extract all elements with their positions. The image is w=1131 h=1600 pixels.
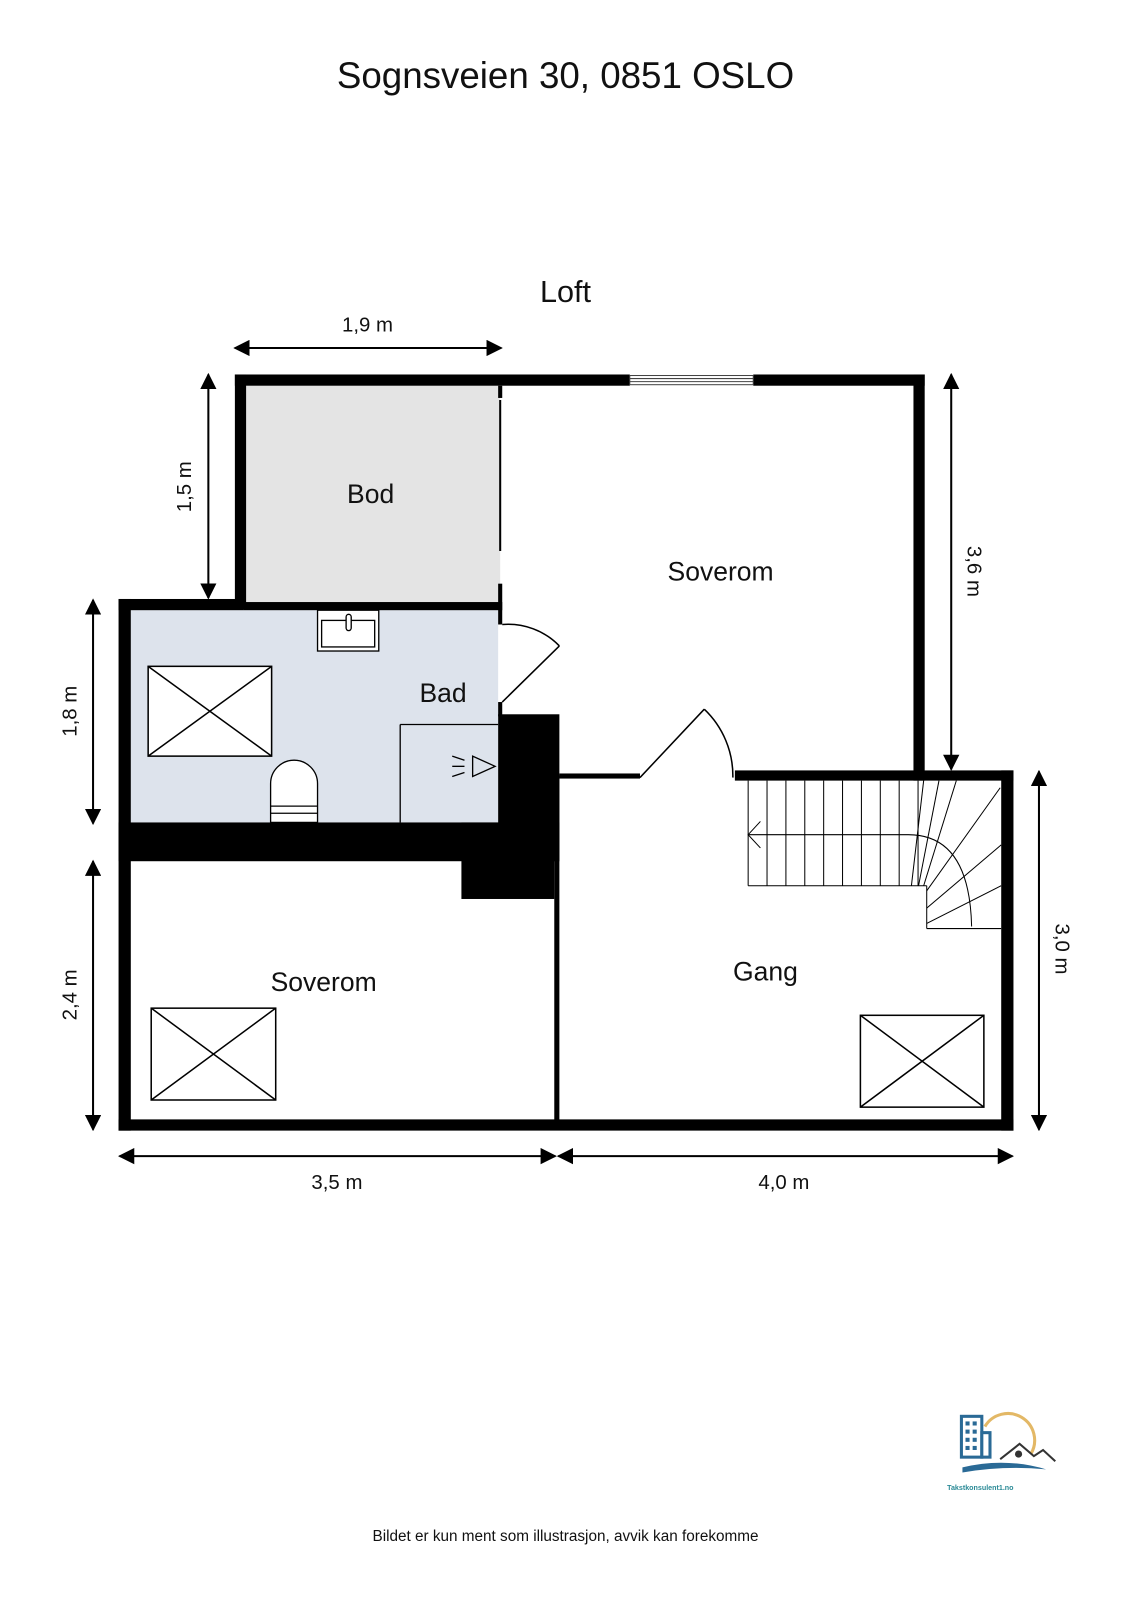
room-label-soverom-lower: Soverom [271,967,377,997]
stair-tread [910,780,925,886]
skylight-icon [150,1007,277,1101]
door-soverom [639,708,734,779]
dim-label-top: 1,9 m [342,315,393,337]
disclaimer: Bildet er kun ment som illustrasjon, avv… [373,1528,759,1545]
toilet-icon [269,759,319,824]
company-logo: Takstkonsulent1.no [947,1412,1056,1492]
dim-label-bad-height: 1,8 m [60,686,82,737]
dim-label-bod-height: 1,5 m [174,461,196,512]
skylight-icon [859,1014,985,1108]
dim-label-soverom-lower-height: 2,4 m [60,969,82,1020]
stair-tread [926,885,1002,924]
dim-label-soverom-upper-height: 3,6 m [963,546,985,597]
stair-tread [926,787,1001,892]
bod-area [246,385,501,603]
floor-label: Loft [540,275,592,309]
stair-tread [918,780,940,886]
skylight-icon [147,665,273,757]
staircase [747,780,1002,930]
shower-icon [399,723,499,823]
dim-label-gang-height: 3,0 m [1050,923,1072,974]
door-bad [501,623,560,703]
room-label-soverom-upper: Soverom [668,557,774,587]
dimension-lines [84,339,1048,1165]
room-label-bad: Bad [419,678,466,708]
page-title: Sognsveien 30, 0851 OSLO [337,55,794,96]
dim-label-bottom-left: 3,5 m [311,1172,362,1194]
dim-label-bottom-right: 4,0 m [758,1172,809,1194]
stair-tread [923,780,957,886]
logo-text: Takstkonsulent1.no [947,1484,1014,1492]
room-label-gang: Gang [733,957,798,987]
walls [118,374,1014,1131]
window [629,375,754,386]
room-label-bod: Bod [347,479,394,509]
sink-icon [316,609,380,652]
